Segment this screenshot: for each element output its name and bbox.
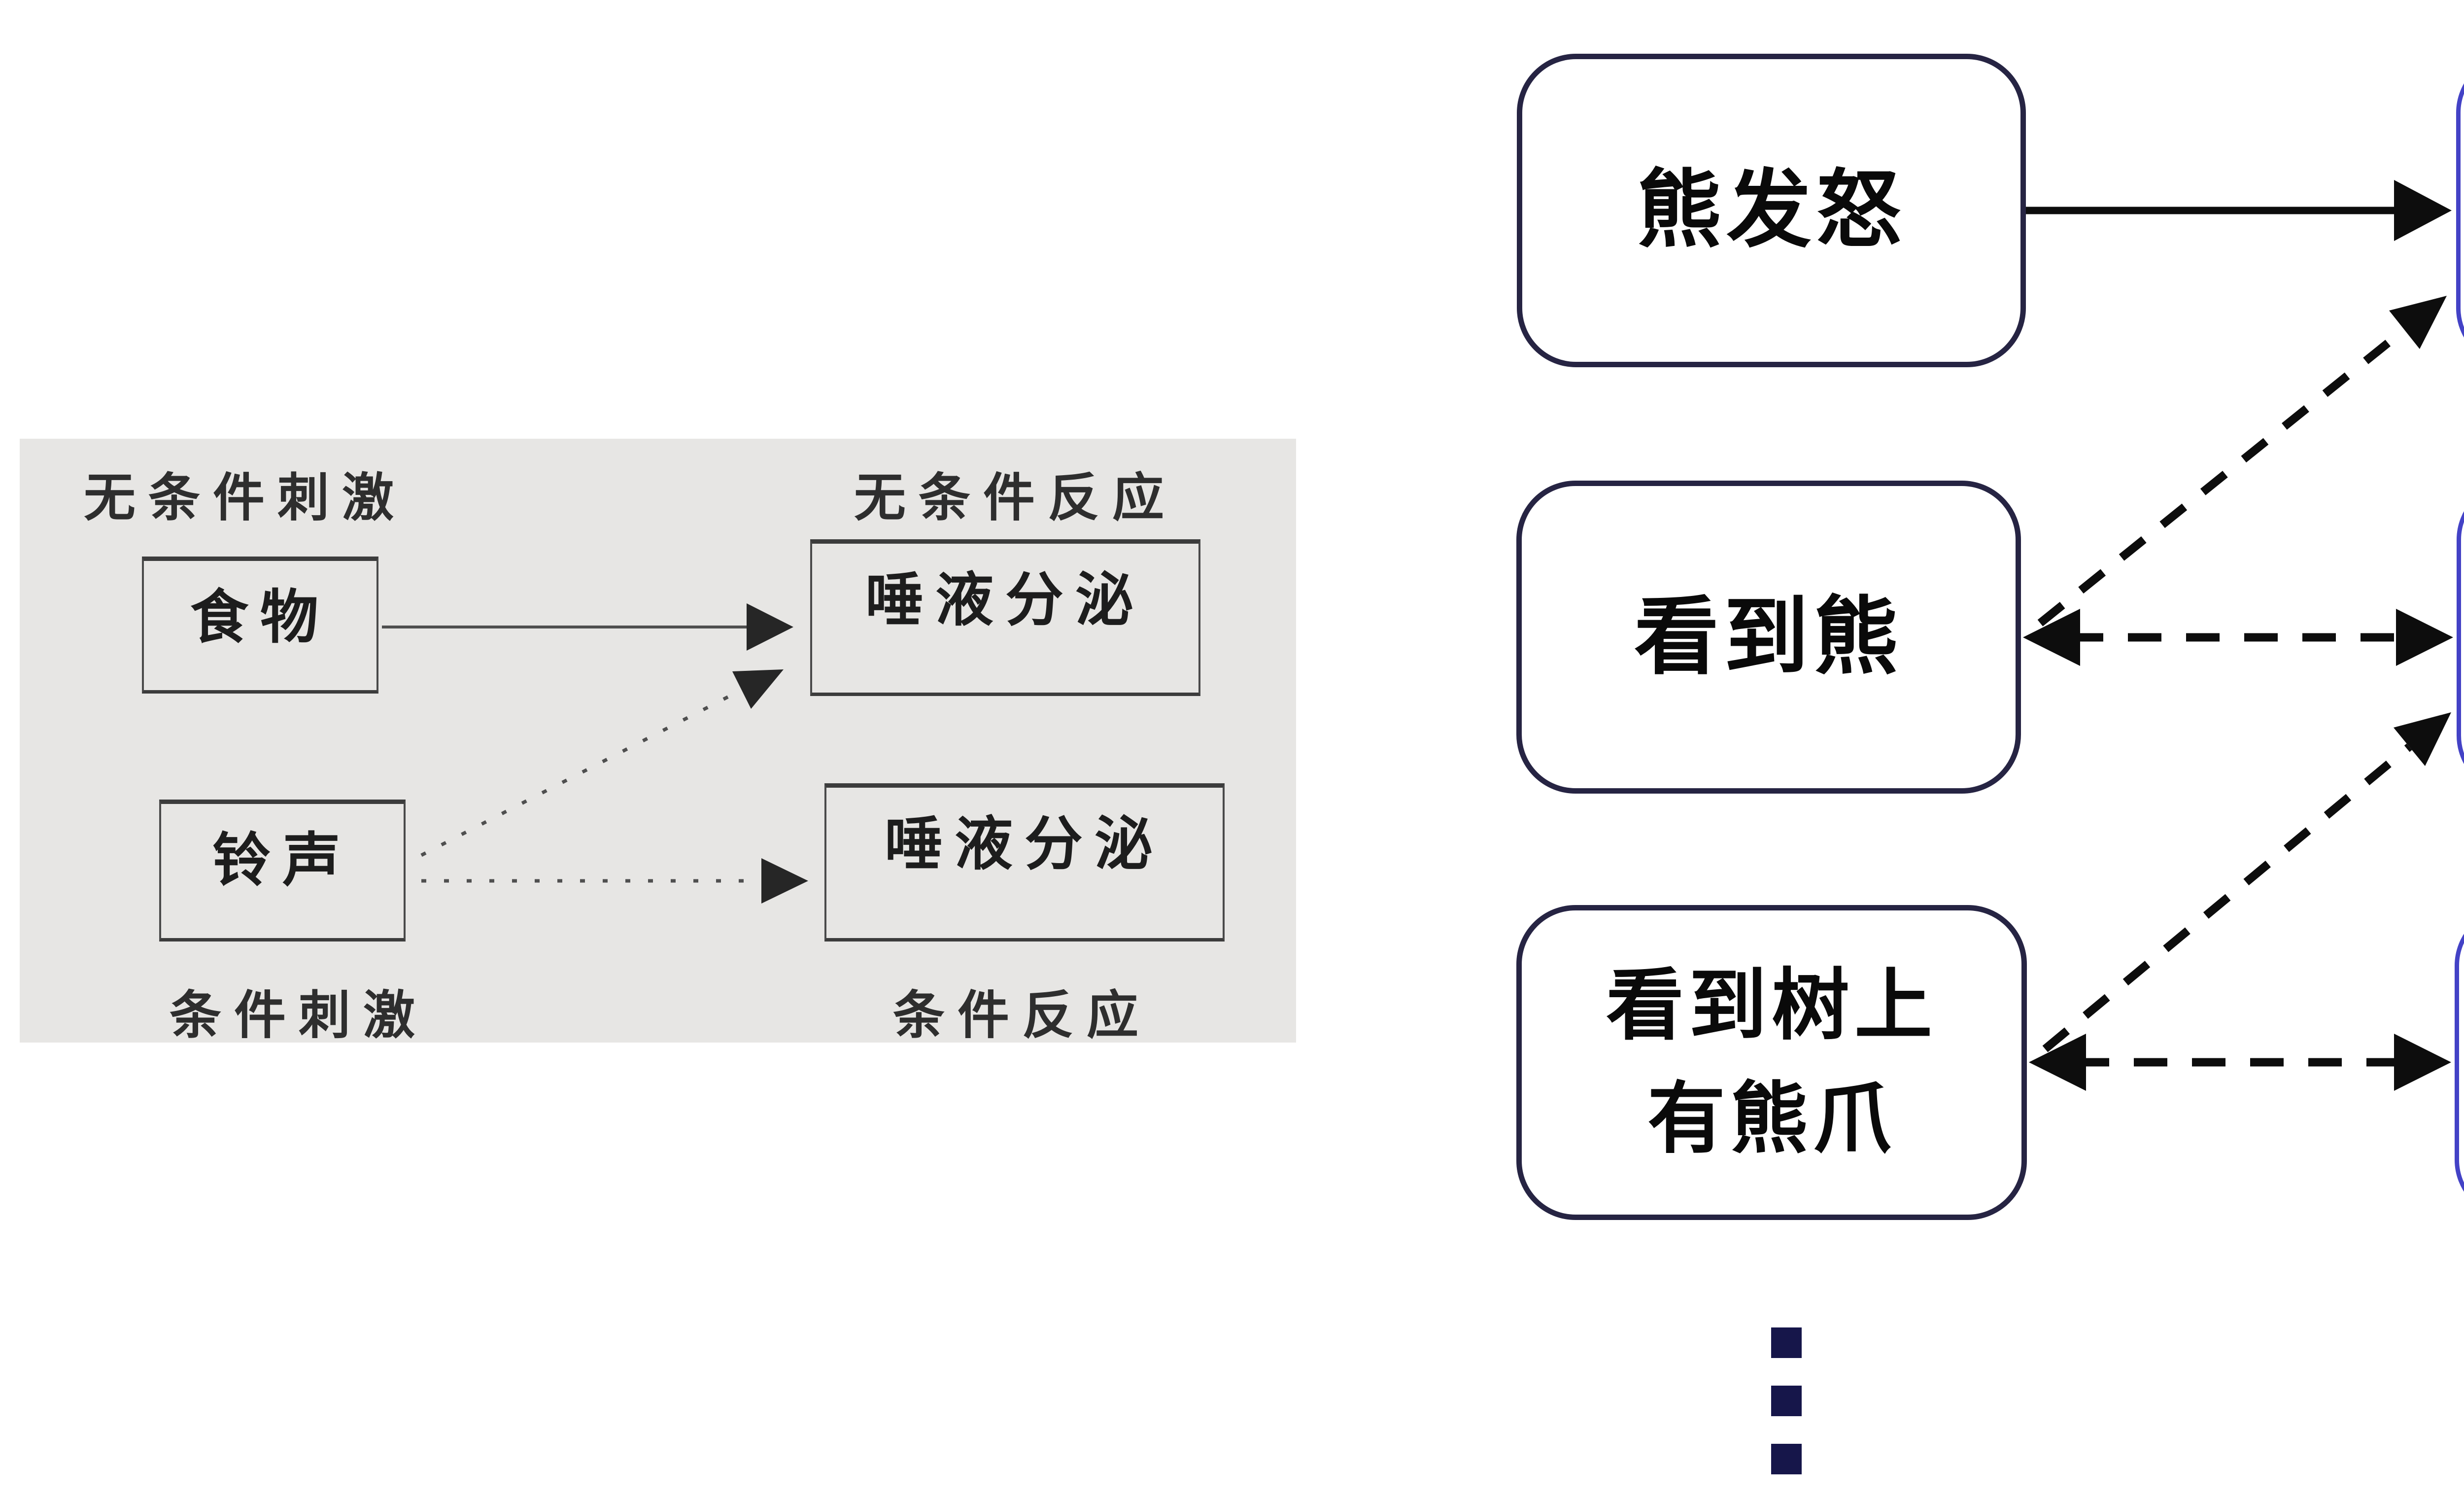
arrow-bear-angry-to-reward-head	[2394, 180, 2452, 241]
arrow-see-claw-to-vs-left-head	[2029, 1034, 2086, 1091]
label-unconditioned-response: 无条件反应	[854, 469, 1177, 527]
box-food: 食物	[142, 557, 378, 694]
ellipsis-left-dot	[1771, 1327, 1802, 1358]
arrow-see-bear-to-vsprime-right-head	[2396, 609, 2453, 666]
arrow-food-to-salivation-head	[747, 603, 793, 651]
state-box-bear-angry-label: 熊发怒	[1637, 163, 1906, 258]
arrow-see-bear-to-reward-head	[2389, 296, 2447, 349]
state-box-see-claw: 看到树上 有熊爪	[1516, 905, 2027, 1220]
state-box-see-claw-label: 看到树上 有熊爪	[1606, 962, 1937, 1162]
box-food-label: 食物	[190, 585, 330, 650]
arrow-see-claw-to-vs-right-head	[2394, 1034, 2451, 1091]
label-conditioned-stimulus: 条件刺激	[170, 987, 428, 1045]
box-bell-label: 铃声	[212, 828, 352, 893]
value-box-reward: 奖励	[2456, 54, 2464, 367]
arrow-see-claw-to-vsprime	[2042, 743, 2412, 1052]
arrow-see-bear-to-vsprime-left-head	[2023, 609, 2080, 666]
ellipsis-left-dot	[1771, 1444, 1802, 1474]
arrow-bell-to-salivation-bottom-head	[761, 858, 808, 904]
arrow-see-claw-to-vsprime-head	[2394, 712, 2451, 766]
state-box-see-bear-label: 看到熊	[1634, 589, 1903, 684]
box-salivation-top-label: 唾液分泌	[865, 568, 1145, 633]
ellipsis-left-icon	[1771, 1327, 1802, 1474]
box-bell: 铃声	[159, 800, 406, 941]
value-box-v-s: V(s)	[2455, 906, 2464, 1219]
state-box-see-bear: 看到熊	[1516, 481, 2021, 794]
arrow-bell-to-salivation-top	[420, 689, 740, 857]
box-salivation-bottom: 唾液分泌	[824, 783, 1225, 941]
ellipsis-left-dot	[1771, 1386, 1802, 1416]
value-box-v-s-prime: V(s′)	[2457, 481, 2464, 795]
state-box-bear-angry: 熊发怒	[1517, 54, 2026, 367]
label-unconditioned-stimulus: 无条件刺激	[84, 469, 407, 527]
box-salivation-top: 唾液分泌	[810, 539, 1200, 696]
arrow-bell-to-salivation-top-head	[732, 669, 784, 709]
label-conditioned-response: 条件反应	[893, 987, 1152, 1045]
box-salivation-bottom-label: 唾液分泌	[884, 812, 1164, 877]
arrow-see-bear-to-reward	[2037, 326, 2407, 627]
